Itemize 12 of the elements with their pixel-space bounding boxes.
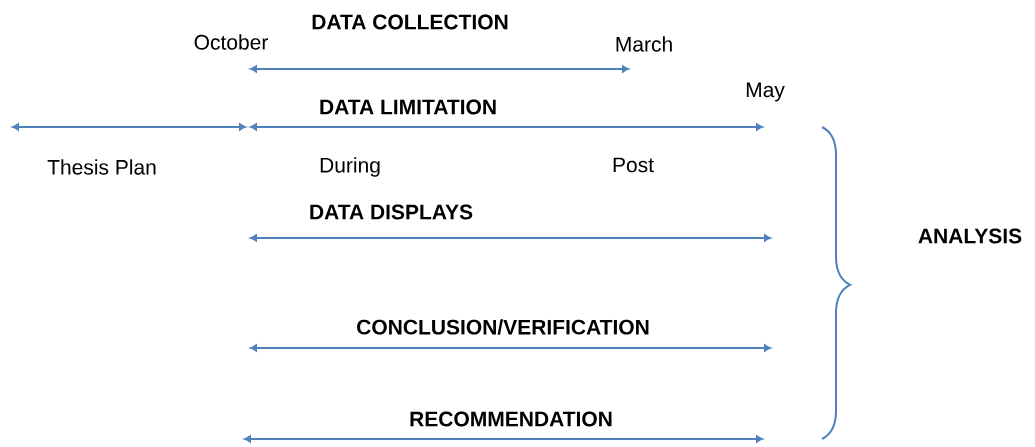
label: Thesis Plan	[47, 159, 156, 175]
heading: ANALYSIS	[918, 228, 1022, 244]
heading: RECOMMENDATION	[410, 411, 612, 427]
label: May	[746, 82, 785, 102]
heading: DATA DISPLAYS	[310, 204, 473, 220]
heading: DATA LIMITATION	[320, 99, 496, 115]
heading: DATA COLLECTION	[312, 14, 508, 30]
label: During	[320, 157, 380, 177]
label: October	[194, 34, 268, 50]
label: Post	[613, 157, 654, 173]
heading: CONCLUSION/VERIFICATION	[357, 319, 649, 335]
label: March	[616, 36, 672, 52]
